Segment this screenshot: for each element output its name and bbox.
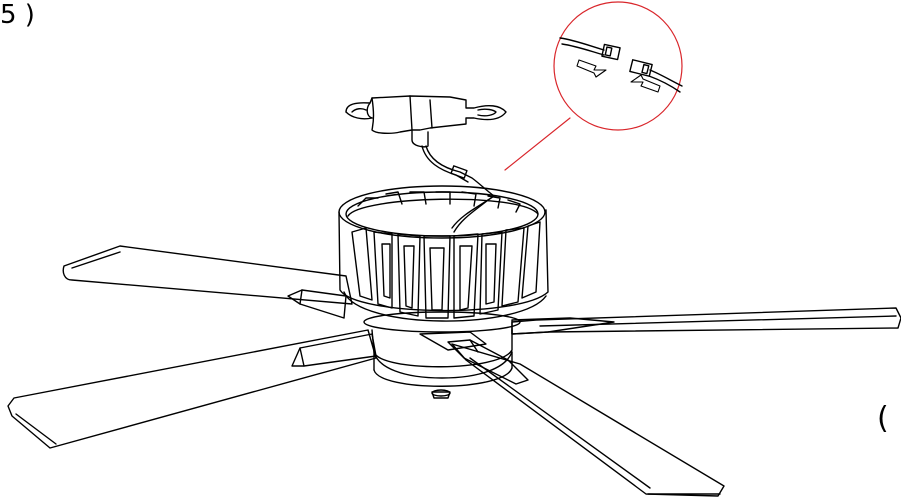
corner-fragment-label: ( <box>877 401 889 436</box>
push-arrow-right-icon <box>576 59 607 78</box>
cage-top-ring <box>338 185 546 239</box>
connector-callout <box>504 1 683 171</box>
callout-leader-line <box>504 117 571 171</box>
crystal-cage <box>338 185 549 333</box>
crystal-panel <box>351 227 373 301</box>
cage-bottom-rim <box>343 291 547 322</box>
blade-iron <box>291 333 377 367</box>
callout-wire-right <box>649 69 683 87</box>
motor-body <box>371 329 513 399</box>
callout-wire-left <box>559 37 605 51</box>
blade-iron <box>287 289 347 319</box>
fan-blade <box>451 343 725 497</box>
fan-blades <box>7 245 901 497</box>
step-number-label: 5 ) <box>0 0 35 30</box>
fan-blade <box>7 329 377 449</box>
fan-blade <box>62 245 353 305</box>
mounting-bracket <box>345 95 507 197</box>
blade-iron <box>511 317 615 335</box>
receiver-plug <box>450 165 468 179</box>
callout-plug-left <box>601 43 621 61</box>
callout-circle <box>553 1 683 131</box>
push-arrow-left-icon <box>630 74 661 93</box>
bottom-finial <box>431 391 451 399</box>
